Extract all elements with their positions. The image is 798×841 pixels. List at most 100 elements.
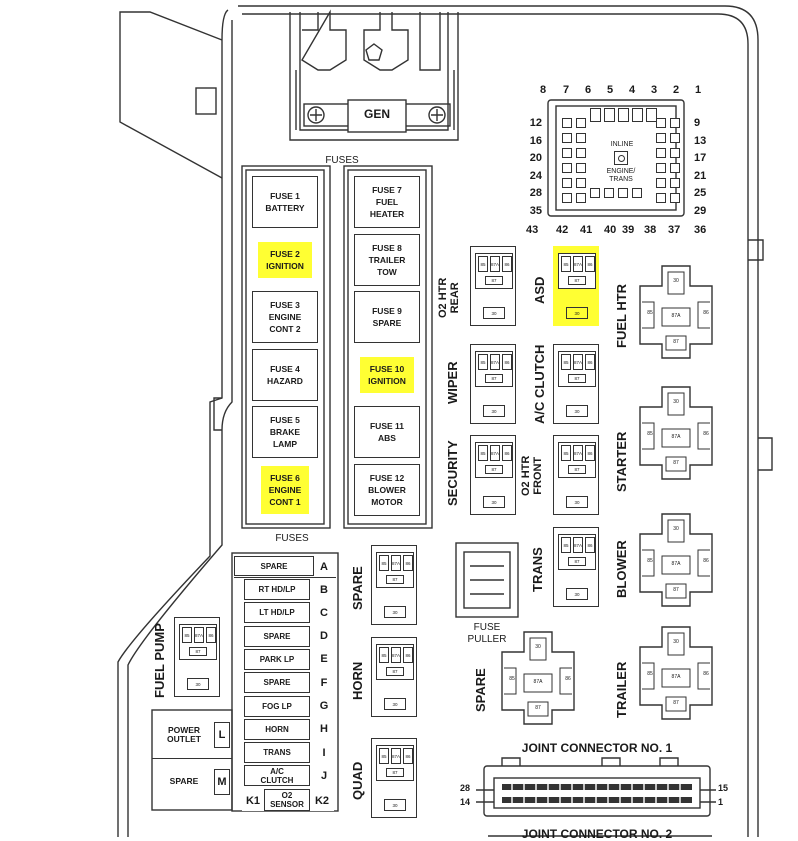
inline-pin-35: 35 (529, 204, 542, 217)
relay-pin-87a: 87A (194, 627, 204, 643)
cartridge-fuse-m[interactable]: SPARE (154, 759, 214, 804)
fuse-5[interactable]: FUSE 5 BRAKE LAMP (252, 406, 318, 458)
inline-pin-39: 39 (622, 224, 635, 236)
fuse-11[interactable]: FUSE 11 ABS (354, 406, 420, 458)
mini-fuse-j[interactable]: A/C CLUTCH (244, 765, 310, 787)
large-relay-pin-85: 85 (647, 671, 653, 677)
fuse-6[interactable]: FUSE 6 ENGINE CONT 1 (252, 463, 318, 516)
inline-socket (656, 193, 666, 203)
relay-pin-30: 30 (483, 307, 505, 319)
k2-label: K2 (310, 791, 334, 811)
relay-pin-30: 30 (384, 698, 406, 710)
fuse-label: FUSE 7 FUEL HEATER (369, 185, 405, 219)
mini-fuse-c[interactable]: LT HD/LP (244, 602, 310, 624)
mini-fuse-f[interactable]: SPARE (244, 672, 310, 694)
mini-fuse-letter-j: J (320, 769, 328, 782)
inline-socket (562, 133, 572, 143)
fuse-3[interactable]: FUSE 3 ENGINE CONT 2 (252, 291, 318, 343)
relay-pin-87: 87 (189, 647, 207, 656)
large-relay-outline (639, 513, 713, 607)
large-relay-pin-86: 86 (703, 671, 709, 677)
relay-pin-86: 86 (403, 647, 413, 663)
inline-pin-21: 21 (694, 169, 707, 182)
mini-fuse-h[interactable]: HORN (244, 718, 310, 740)
inline-center-square (614, 151, 628, 165)
inline-socket (618, 188, 628, 198)
inline-pin-1: 1 (695, 84, 702, 96)
fuse-7[interactable]: FUSE 7 FUEL HEATER (354, 176, 420, 228)
mini-fuse-a[interactable]: SPARE (234, 556, 314, 576)
relay-label-horn: HORN (350, 661, 365, 700)
fuse-8[interactable]: FUSE 8 TRAILER TOW (354, 233, 420, 286)
large-relay-pin-30: 30 (673, 639, 679, 645)
relay-pin-85: 85 (379, 555, 389, 571)
mini-fuse-g[interactable]: FOG LP (244, 695, 310, 717)
inline-socket (576, 133, 586, 143)
relay-pin-85: 85 (182, 627, 192, 643)
inline-socket (656, 148, 666, 158)
inline-pin-20: 20 (529, 152, 542, 164)
fuse-4[interactable]: FUSE 4 HAZARD (252, 348, 318, 401)
fuse-9[interactable]: FUSE 9 SPARE (354, 291, 420, 343)
mini-fuse-d[interactable]: SPARE (244, 625, 310, 647)
relay-pin-30: 30 (566, 405, 588, 417)
relay-pin-87: 87 (485, 465, 503, 474)
inline-pin-25: 25 (694, 187, 707, 199)
fuse-label: FUSE 1 BATTERY (265, 191, 305, 213)
inline-socket (646, 108, 657, 122)
fuse-label: FUSE 11 ABS (369, 421, 405, 443)
relay-pin-87a: 87A (391, 555, 401, 571)
cartridge-divider (152, 758, 232, 759)
mini-fuse-letter-e: E (320, 653, 328, 666)
inline-socket (618, 108, 629, 122)
large-relay-outline (639, 386, 713, 480)
mini-fuse-i[interactable]: TRANS (244, 742, 310, 764)
large-relay-pin-87: 87 (673, 700, 679, 706)
inline-label: INLINE (610, 141, 634, 148)
relay-pin-85: 85 (379, 647, 389, 663)
relay-pin-87: 87 (485, 276, 503, 285)
large-relay-pin-87: 87 (535, 705, 541, 711)
cartridge-fuse-l[interactable]: POWER OUTLET (154, 712, 214, 757)
relay-pin-86: 86 (502, 354, 512, 370)
fuse-10[interactable]: FUSE 10 IGNITION (354, 348, 420, 401)
relay-pin-86: 86 (403, 555, 413, 571)
relay-label-wiper: WIPER (445, 361, 460, 404)
relay-pin-85: 85 (478, 445, 488, 461)
fuse-1[interactable]: FUSE 1 BATTERY (252, 176, 318, 228)
large-relay-pin-87: 87 (673, 587, 679, 593)
fuse-2[interactable]: FUSE 2 IGNITION (252, 233, 318, 286)
mini-fuse-b[interactable]: RT HD/LP (244, 579, 310, 600)
large-relay-pin-87: 87 (673, 460, 679, 466)
joint-connector-2-title: JOINT CONNECTOR NO. 2 (521, 827, 673, 841)
inline-socket (562, 178, 572, 188)
relay-pin-85: 85 (561, 445, 571, 461)
fuse-12[interactable]: FUSE 12 BLOWER MOTOR (354, 463, 420, 516)
relay-label-fuel-pump: FUEL PUMP (152, 623, 167, 698)
inline-pin-9: 9 (694, 117, 701, 129)
large-relay-pin-85: 85 (647, 310, 653, 316)
mini-fuse-e[interactable]: PARK LP (244, 648, 310, 670)
relay-pin-86: 86 (502, 445, 512, 461)
inline-socket (590, 108, 601, 122)
inline-socket (576, 148, 586, 158)
joint-pin-1: 1 (718, 797, 724, 807)
relay-pin-87: 87 (386, 575, 404, 584)
relay-pin-87: 87 (386, 768, 404, 777)
